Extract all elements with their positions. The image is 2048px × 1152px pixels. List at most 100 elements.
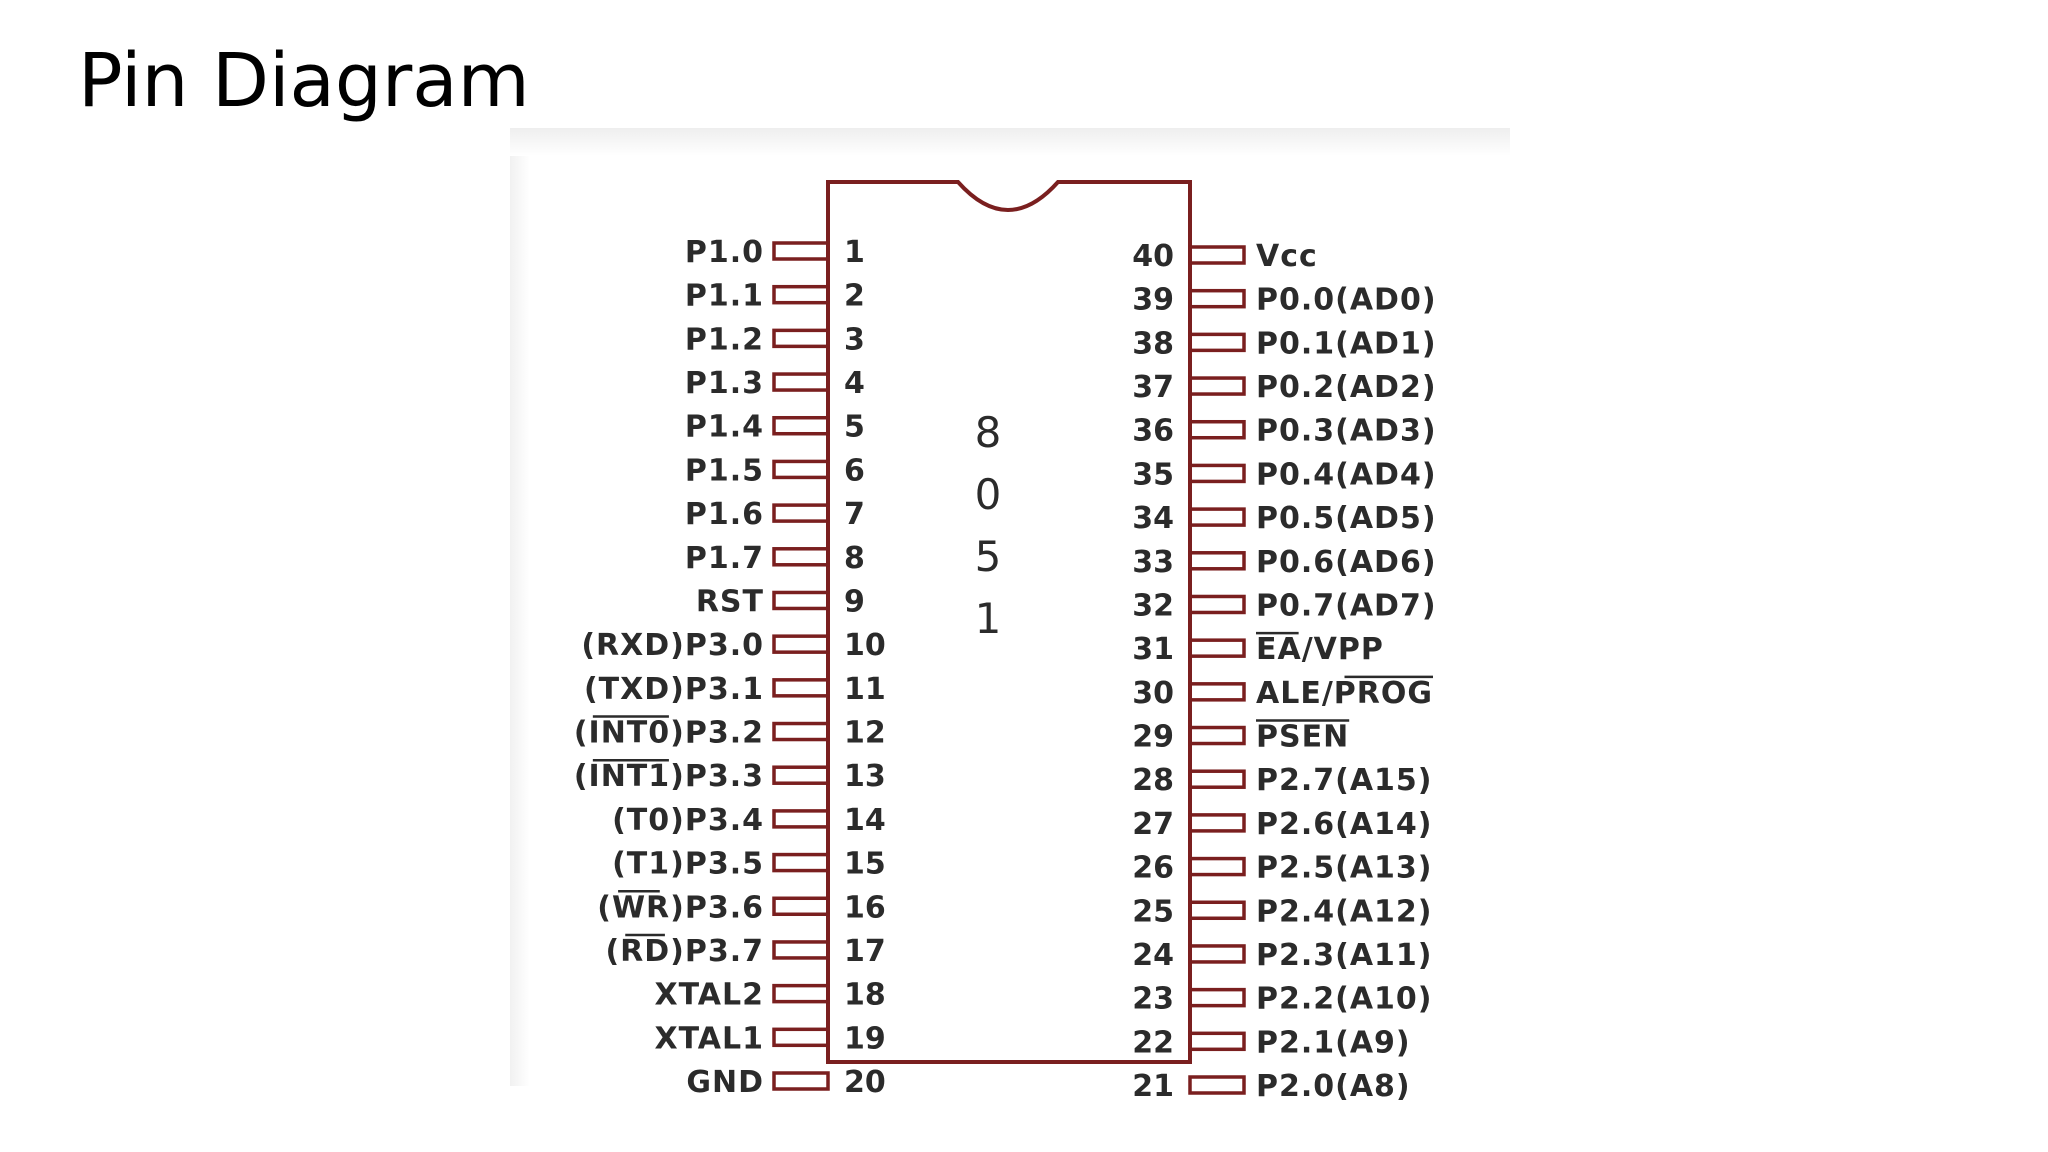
pin-label: P0.6(AD6) <box>1256 545 1437 580</box>
pin-stub <box>772 372 830 392</box>
pin-stub <box>772 547 830 567</box>
pin-label: (RXD)P3.0 <box>581 628 764 663</box>
pin-number: 14 <box>844 803 886 838</box>
chip-name-char: 8 <box>975 408 1002 457</box>
pin-label: (RD)P3.7 <box>605 934 764 969</box>
chip-name-char: 5 <box>975 532 1002 581</box>
pin-label: P1.6 <box>685 497 764 532</box>
pin-stub <box>1188 769 1246 789</box>
pin-stub <box>1188 987 1246 1008</box>
pin-label: P2.1(A9) <box>1256 1025 1411 1060</box>
pin-number: 5 <box>844 410 865 445</box>
pin-left-15: 15(T1)P3.5 <box>612 847 886 882</box>
slide-title: Pin Diagram <box>78 38 530 124</box>
pin-right-32: 32 P0.7(AD7) <box>1132 588 1437 623</box>
pin-number: 2 <box>844 279 865 314</box>
pin-number: 7 <box>844 497 865 532</box>
pin-stub <box>772 721 830 742</box>
pin-left-4: 4P1.3 <box>685 366 865 401</box>
pin-stub <box>1188 900 1246 921</box>
pin-label: P0.0(AD0) <box>1256 283 1437 318</box>
pin-number: 11 <box>844 672 886 707</box>
pin-stub <box>1188 638 1246 658</box>
pin-stub <box>772 1027 830 1048</box>
pin-right-30: 30 ALE/PROG <box>1132 675 1433 711</box>
pin-stub <box>1188 682 1246 702</box>
pin-stub <box>772 983 830 1004</box>
pin-number: 8 <box>844 541 865 576</box>
pin-label: (INT1)P3.3 <box>574 759 764 794</box>
pin-label: EA/VPP <box>1256 632 1384 667</box>
pin-left-17: 17(RD)P3.7 <box>605 933 886 969</box>
pin-number: 35 <box>1132 457 1174 492</box>
pin-number: 22 <box>1132 1025 1174 1060</box>
pin-label: (INT0)P3.2 <box>574 716 764 751</box>
pin-number: 20 <box>844 1065 886 1100</box>
pin-stub <box>772 503 830 523</box>
pin-label: P2.3(A11) <box>1256 938 1433 973</box>
pin-number: 31 <box>1132 632 1174 667</box>
pin-stub <box>1188 551 1246 571</box>
pin-left-10: 10(RXD)P3.0 <box>581 628 885 663</box>
pin-label: P2.2(A10) <box>1256 982 1433 1017</box>
pin-label: (T1)P3.5 <box>612 847 764 882</box>
pin-label: P2.6(A14) <box>1256 807 1433 842</box>
pin-label: GND <box>686 1065 764 1100</box>
pin-number: 32 <box>1132 588 1174 623</box>
pin-number: 21 <box>1132 1069 1174 1104</box>
left-pins: 1P1.02P1.13P1.24P1.35P1.46P1.57P1.68P1.7… <box>574 235 886 1100</box>
chip-body <box>826 180 1192 1064</box>
pin-label: P1.4 <box>685 410 764 445</box>
pin-label: P0.7(AD7) <box>1256 588 1437 623</box>
pin-stub <box>772 590 830 611</box>
pin-stub <box>772 415 830 436</box>
pin-right-37: 37 P0.2(AD2) <box>1132 370 1437 405</box>
pin-number: 16 <box>844 890 886 925</box>
pin-stub <box>772 459 830 480</box>
chip-name-char: 0 <box>975 470 1002 519</box>
pin-stub <box>1188 507 1246 527</box>
pin-label: P2.4(A12) <box>1256 894 1433 929</box>
panel-top-shade <box>510 128 1510 156</box>
pin-stub <box>1188 419 1246 440</box>
pin-number: 3 <box>844 322 865 357</box>
pin-stub <box>772 678 830 698</box>
pin-stub <box>1188 1031 1246 1052</box>
pin-number: 37 <box>1132 370 1174 405</box>
pin-left-13: 13(INT1)P3.3 <box>574 758 886 794</box>
pin-stub <box>1188 1075 1246 1095</box>
pin-left-5: 5 P1.4 <box>685 410 865 445</box>
pin-stub <box>1188 594 1246 615</box>
pin-label: ALE/PROG <box>1256 676 1433 711</box>
pin-label: XTAL2 <box>655 978 764 1013</box>
pin-number: 36 <box>1132 414 1174 449</box>
pin-stub <box>1188 288 1246 309</box>
pin-stub <box>772 328 830 349</box>
pin-stub <box>1188 376 1246 396</box>
pin-left-20: 20 GND <box>686 1065 885 1100</box>
pin-number: 27 <box>1132 807 1174 842</box>
pin-number: 30 <box>1132 676 1174 711</box>
chip-body-group <box>826 180 1192 1064</box>
chip-name-char: 1 <box>975 594 1002 643</box>
pin-stub <box>1188 725 1246 746</box>
pin-stub <box>772 1071 830 1091</box>
pin-label: P0.2(AD2) <box>1256 370 1437 405</box>
pin-label: P0.5(AD5) <box>1256 501 1437 536</box>
pin-label: P0.3(AD3) <box>1256 414 1437 449</box>
pin-label: (WR)P3.6 <box>597 890 764 925</box>
pin-left-8: 8P1.7 <box>685 541 865 576</box>
pin-number: 25 <box>1132 894 1174 929</box>
